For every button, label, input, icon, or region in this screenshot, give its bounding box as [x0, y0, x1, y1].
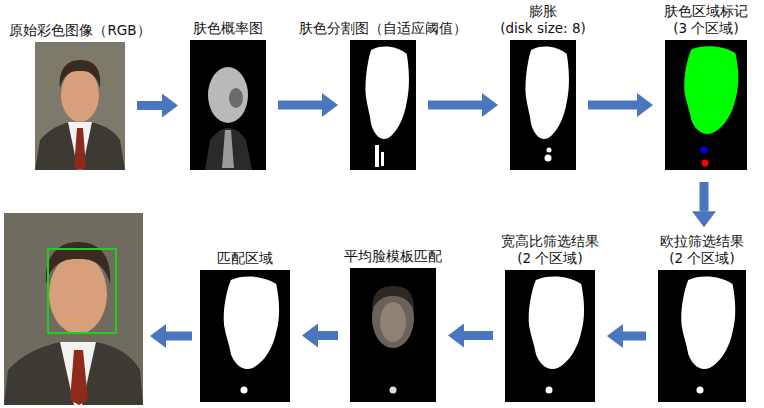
skin-region: [390, 387, 397, 394]
mask-panel: [658, 270, 746, 402]
mask-ground: [350, 40, 416, 170]
mask-ground: [665, 40, 747, 170]
image-panel: 宽高比筛选结果(2 个区域): [505, 270, 595, 402]
result-photo: [4, 213, 143, 405]
flow-arrow: [588, 101, 637, 110]
panel-caption: 肤色区域标记(3 个区域): [664, 3, 748, 37]
region-3: [702, 160, 709, 167]
panel-caption: 匹配区域: [217, 250, 273, 267]
arrow-shaft: [166, 332, 192, 341]
caption-text: 匹配区域: [217, 250, 273, 267]
skin-region: [681, 277, 735, 370]
mask-panel: [350, 40, 416, 170]
shirt: [60, 342, 96, 405]
mask-panel: [200, 270, 290, 402]
caption-text: 欧拉筛选结果: [660, 233, 744, 250]
mask-ground: [658, 270, 746, 402]
region-1: [684, 46, 738, 134]
skin-region: [547, 148, 552, 153]
caption-text: (2 个区域): [501, 250, 599, 267]
mask-ground: [200, 270, 290, 402]
caption-text: (2 个区域): [660, 250, 744, 267]
tie-probability: [222, 130, 234, 168]
skin-region: [241, 387, 248, 394]
image-panel: 匹配区域: [200, 270, 290, 402]
caption-text: 膨胀: [500, 3, 586, 20]
flow-arrow: [150, 324, 192, 348]
caption-text: 原始彩色图像（RGB）: [9, 22, 150, 39]
skin-region: [525, 47, 568, 140]
image-panel: 欧拉筛选结果(2 个区域): [658, 270, 746, 402]
mask-panel: [510, 40, 576, 170]
face-probability: [208, 67, 248, 123]
skin-region: [546, 387, 553, 394]
caption-text: 肤色区域标记: [664, 3, 748, 20]
panel-caption: 肤色概率图: [193, 20, 263, 37]
mask-ground: [505, 270, 595, 402]
panel-caption: 宽高比筛选结果(2 个区域): [501, 233, 599, 267]
caption-text: 平均脸模板匹配: [344, 248, 442, 265]
photo-ground: [4, 213, 143, 405]
flow-arrow: [623, 332, 646, 341]
suit: [35, 122, 125, 170]
panel-caption: 膨胀(disk size: 8): [500, 3, 586, 37]
panel-caption: 平均脸模板匹配: [344, 248, 442, 265]
flow-arrow: [700, 182, 709, 211]
caption-text: 宽高比筛选结果: [501, 233, 599, 250]
skin-region: [365, 47, 408, 140]
image-panel: 肤色分割图（自适应阈值）: [350, 40, 416, 170]
flow-arrow: [137, 101, 162, 110]
image-panel: 肤色概率图: [190, 40, 266, 170]
panel-caption: 肤色分割图（自适应阈值）: [299, 20, 467, 37]
face: [49, 254, 107, 334]
caption-text: (disk size: 8): [500, 20, 586, 37]
skin-region: [697, 387, 704, 394]
flow-arrow: [428, 101, 482, 110]
mask-ground: [350, 268, 436, 402]
tie: [70, 350, 88, 405]
skin-region: [545, 155, 552, 162]
tie: [74, 128, 86, 170]
region-2: [701, 147, 708, 154]
image-panel: 膨胀(disk size: 8): [510, 40, 576, 170]
label-panel: [665, 40, 747, 170]
panel-caption: 欧拉筛选结果(2 个区域): [660, 233, 744, 267]
detection-box: [48, 249, 116, 333]
mask-panel: [505, 270, 595, 402]
mask-ground: [510, 40, 576, 170]
probability-map: [190, 40, 266, 170]
skin-region: [381, 152, 384, 166]
flow-arrow: [464, 331, 493, 340]
map-ground: [190, 40, 266, 170]
average-face: [380, 302, 406, 342]
suit: [4, 342, 143, 405]
caption-text: (3 个区域): [664, 20, 748, 37]
body-probability: [205, 128, 252, 170]
average-hair: [372, 286, 414, 310]
hair: [60, 60, 101, 88]
shade: [229, 88, 243, 108]
caption-text: 肤色分割图（自适应阈值）: [299, 20, 467, 37]
caption-text: 肤色概率图: [193, 20, 263, 37]
template-panel: [350, 268, 436, 402]
photo-ground: [35, 42, 125, 170]
face: [61, 68, 99, 122]
original-photo: [35, 42, 125, 170]
shirt: [68, 122, 92, 170]
image-panel: 肤色区域标记(3 个区域): [665, 40, 747, 170]
skin-region: [529, 277, 584, 370]
skin-region: [224, 277, 279, 370]
flow-arrow: [318, 331, 338, 340]
skin-region: [375, 145, 379, 167]
flow-arrow: [278, 101, 322, 110]
image-panel: 原始彩色图像（RGB）: [35, 42, 125, 170]
image-panel: 平均脸模板匹配: [350, 268, 436, 402]
arrow-head: [150, 324, 166, 348]
panel-caption: 原始彩色图像（RGB）: [9, 22, 150, 39]
